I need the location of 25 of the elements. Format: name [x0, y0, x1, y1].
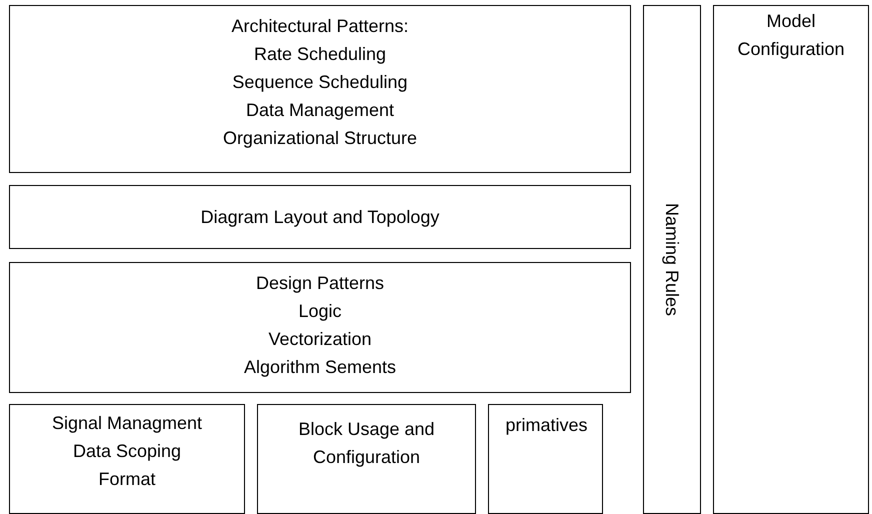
box-text: Design Patterns — [256, 272, 384, 295]
box-text: Data Management — [246, 99, 394, 122]
text-box — [9, 262, 631, 393]
box-text: Rate Scheduling — [254, 43, 386, 66]
text-box — [9, 404, 245, 514]
text-box — [713, 5, 869, 514]
text-box — [257, 404, 476, 514]
box-text: Logic — [298, 300, 342, 323]
box-text: Sequence Scheduling — [232, 71, 408, 94]
box-text: Data Scoping — [72, 440, 182, 463]
box-text: Architectural Patterns: — [231, 15, 409, 38]
box-text: Signal Managment — [52, 412, 202, 435]
box-text: Vectorization — [268, 328, 372, 351]
band-label: Naming Rules — [662, 202, 682, 316]
box-text: primatives — [506, 414, 586, 437]
text-box — [9, 185, 631, 249]
text-box — [488, 404, 603, 514]
box-text: Organizational Structure — [222, 127, 418, 150]
box-text: Format — [98, 468, 156, 491]
box-text: Algorithm Sements — [244, 356, 396, 379]
box-text: Block Usage and Configuration — [297, 418, 436, 469]
text-box — [9, 5, 631, 173]
box-text: Diagram Layout and Topology — [200, 206, 440, 229]
vertical-band — [643, 5, 701, 514]
box-text: Model Configuration — [736, 10, 846, 61]
